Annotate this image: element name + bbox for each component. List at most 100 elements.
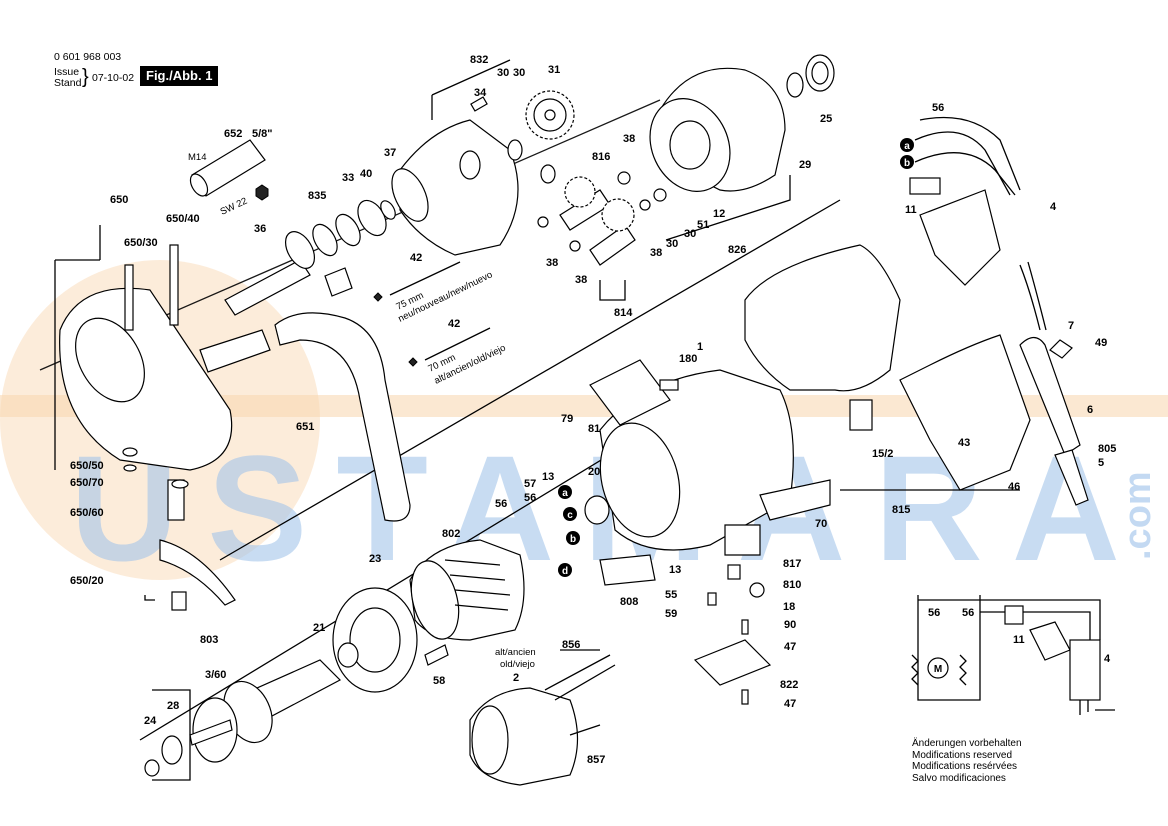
part-number-label: 56 xyxy=(928,607,940,619)
switch-assembly xyxy=(909,116,1073,359)
part-number-label: 650/50 xyxy=(70,460,104,472)
part-number-label: 4 xyxy=(1050,201,1057,213)
part-number-label: 1 xyxy=(697,341,703,353)
note-fr: Modifications resérvées xyxy=(912,761,1018,772)
part-number-label: 38 xyxy=(623,133,635,145)
bearing-plate-23 xyxy=(332,587,418,693)
part-number-label: 43 xyxy=(958,437,970,449)
part-number-label: 803 xyxy=(200,634,218,646)
handle-housing-815 xyxy=(744,244,1031,491)
part-number-label: 3/60 xyxy=(205,669,226,681)
part-number-label: 25 xyxy=(820,113,832,125)
part-number-label: 12 xyxy=(713,208,725,220)
dimension-rods-42: 75 mm neu/nouveau/new/nuevo 70 mm alt/an… xyxy=(373,261,508,387)
part-number-label: 38 xyxy=(650,247,662,259)
part-number-label: 805 xyxy=(1098,443,1116,455)
part-number-label: 652 xyxy=(224,128,242,140)
part-number-label: 832 xyxy=(470,54,488,66)
part-number-label: 23 xyxy=(369,553,381,565)
stand-label: Stand xyxy=(54,77,82,89)
part-number-label: 31 xyxy=(548,64,560,76)
spindle-assembly xyxy=(224,199,396,316)
part-number-label: 42 xyxy=(410,252,422,264)
part-number-label: 650 xyxy=(110,194,128,206)
part-number-label: 180 xyxy=(679,353,697,365)
part-number-label: 4 xyxy=(1104,653,1111,665)
callout-b2: b xyxy=(570,534,576,545)
part-number-label: 55 xyxy=(665,589,677,601)
wiring-schematic: M xyxy=(911,595,1115,715)
part-number-label: 29 xyxy=(799,159,811,171)
brace: } xyxy=(82,66,89,88)
motor-housing-1 xyxy=(584,359,831,551)
part-number-label: 47 xyxy=(784,698,796,710)
part-number-label: 46 xyxy=(1008,481,1020,493)
part-number-label: 21 xyxy=(313,622,325,634)
part-number-label: 857 xyxy=(587,754,605,766)
part-number-label: 650/40 xyxy=(166,213,200,225)
watermark-suffix: .com xyxy=(1117,471,1159,560)
brush-parts xyxy=(599,524,772,705)
part-number-label: 5/8" xyxy=(252,128,273,140)
document-number: 0 601 968 003 xyxy=(54,51,122,63)
issue-date: 07-10-02 xyxy=(92,72,135,84)
callout-a: a xyxy=(904,141,910,152)
part-number-label: 38 xyxy=(546,257,558,269)
field-old-2 xyxy=(469,654,616,786)
part-number-label: 51 xyxy=(697,219,709,231)
part-number-label: 56 xyxy=(962,607,974,619)
callout-a2: a xyxy=(562,488,568,499)
part-number-label: 18 xyxy=(783,601,795,613)
part-number-label: 856 xyxy=(562,639,580,651)
part-number-label: 30 xyxy=(513,67,525,79)
part-number-label: 11 xyxy=(905,204,917,216)
part-number-label: 13 xyxy=(542,471,554,483)
alt-ancien-label: alt/ancien xyxy=(495,647,536,658)
part-number-label: 38 xyxy=(575,274,587,286)
part-number-label: 815 xyxy=(892,504,910,516)
part-number-label: 30 xyxy=(684,228,696,240)
part-number-label: 826 xyxy=(728,244,746,256)
part-number-label: 808 xyxy=(620,596,638,608)
notes: Änderungen vorbehalten Modifications res… xyxy=(912,738,1022,784)
part-number-label: 651 xyxy=(296,421,314,433)
note-de: Änderungen vorbehalten xyxy=(912,738,1022,749)
old-viejo-label: old/viejo xyxy=(500,659,535,670)
part-number-label: 810 xyxy=(783,579,801,591)
part-number-label: 835 xyxy=(308,190,326,202)
part-number-label: 2 xyxy=(513,672,519,684)
part-number-label: 6 xyxy=(1087,404,1093,416)
part-number-label: 58 xyxy=(433,675,445,687)
gear-cluster-816-814 xyxy=(537,171,667,266)
callouts: a b a c b d xyxy=(558,138,914,577)
cable-sleeve xyxy=(1019,336,1089,506)
adapter-652 xyxy=(189,139,269,201)
part-number-label: 816 xyxy=(592,151,610,163)
part-number-label: 56 xyxy=(524,492,536,504)
part-number-label: 5 xyxy=(1098,457,1104,469)
svg-text:M: M xyxy=(934,664,942,675)
side-handle-650 xyxy=(59,244,236,611)
armature-803 xyxy=(144,644,449,777)
pipe-handle-651 xyxy=(199,312,411,522)
part-number-label: 56 xyxy=(495,498,507,510)
callout-b: b xyxy=(904,158,910,169)
part-number-label: 802 xyxy=(442,528,460,540)
part-number-label: 49 xyxy=(1095,337,1107,349)
part-number-label: 28 xyxy=(167,700,179,712)
gear-cover-826 xyxy=(649,54,835,192)
part-number-label: 37 xyxy=(384,147,396,159)
part-number-label: 650/20 xyxy=(70,575,104,587)
part-number-label: 79 xyxy=(561,413,573,425)
field-802 xyxy=(409,539,525,641)
m14-label: M14 xyxy=(188,152,206,163)
part-number-label: 7 xyxy=(1068,320,1074,332)
part-number-label: 56 xyxy=(932,102,944,114)
part-number-label: 81 xyxy=(588,423,600,435)
part-number-label: 36 xyxy=(254,223,266,235)
part-number-label: 817 xyxy=(783,558,801,570)
part-number-label: 34 xyxy=(474,87,487,99)
part-number-label: 11 xyxy=(1013,634,1025,646)
